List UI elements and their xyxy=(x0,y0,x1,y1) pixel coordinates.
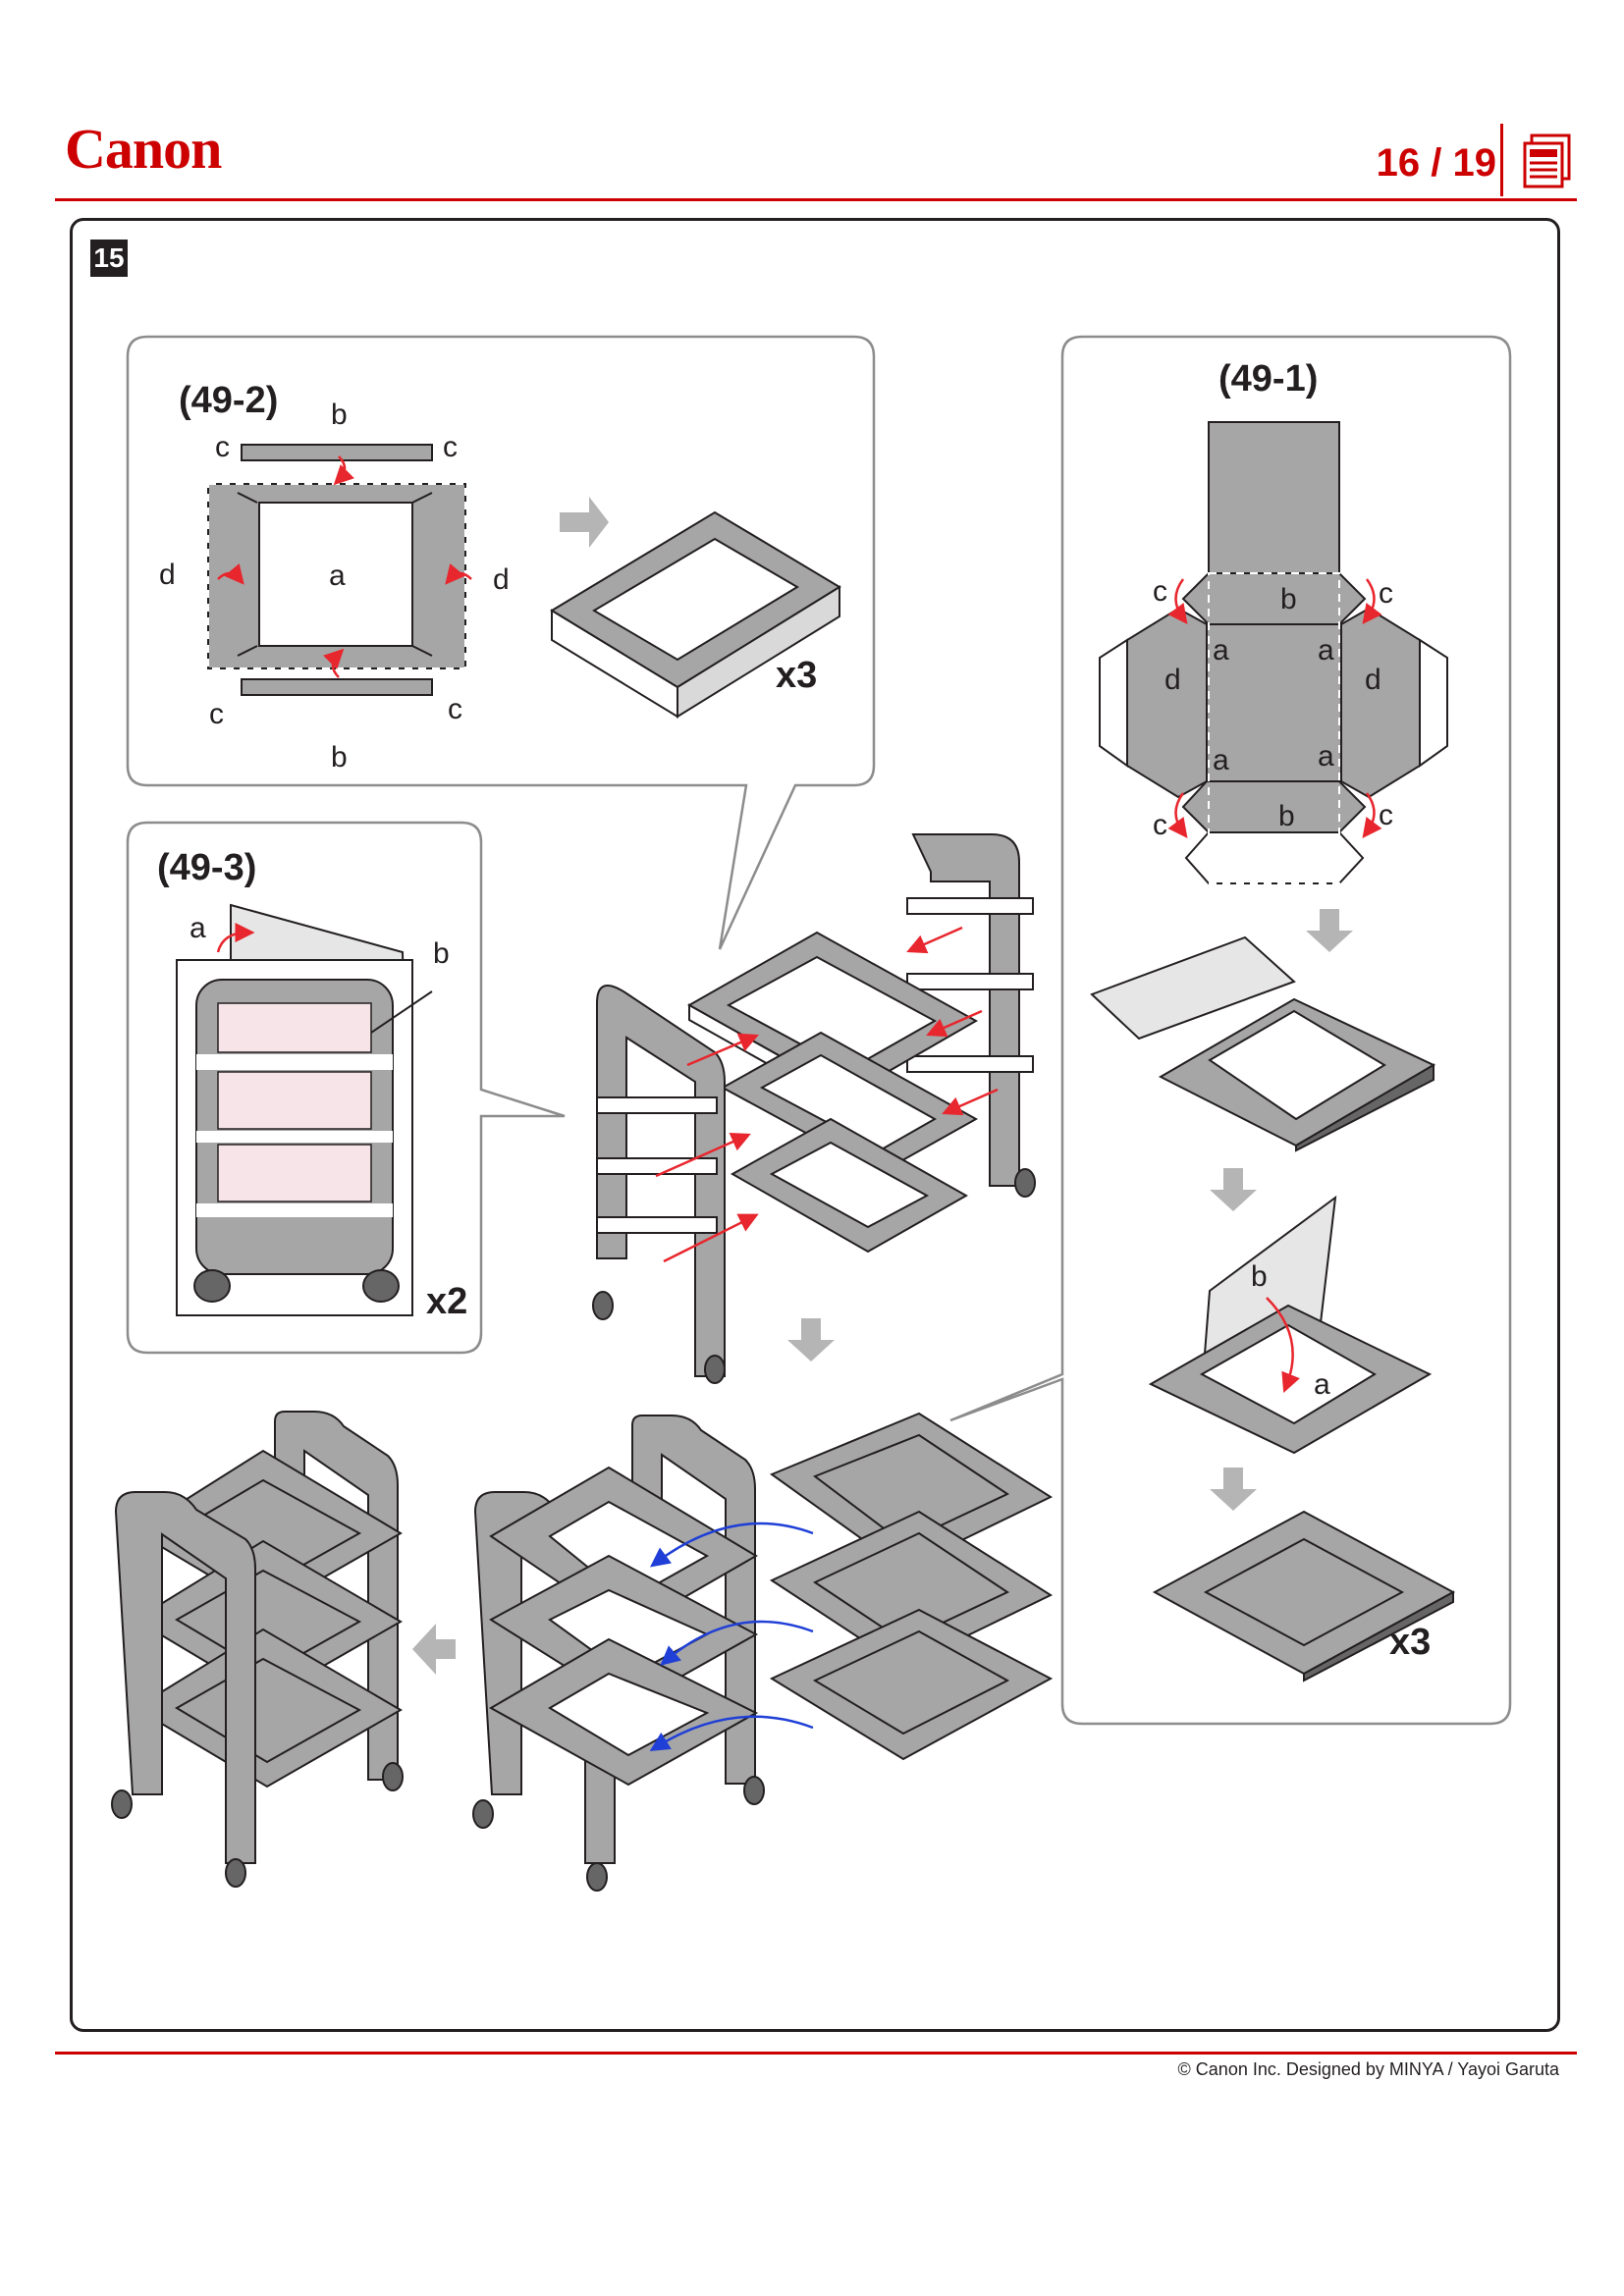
canon-logo: Canon xyxy=(65,117,222,181)
label-a-center: a xyxy=(329,560,346,592)
multiplier-49-2: x3 xyxy=(776,655,817,696)
page-indicator: 16 / 19 xyxy=(1376,141,1496,185)
header-divider xyxy=(1500,124,1503,196)
fold-arrows-49-2 xyxy=(217,455,472,678)
fold-arrow-a-49-3 xyxy=(216,923,255,953)
label-b-49-3: b xyxy=(433,937,450,970)
label-a-49-1-stage: a xyxy=(1314,1368,1330,1401)
label-a-49-1-bl: a xyxy=(1213,744,1229,776)
label-c-49-1-tl: c xyxy=(1153,575,1167,608)
label-d-49-1-left: d xyxy=(1164,664,1181,696)
label-b-top: b xyxy=(331,399,348,431)
cart-with-frames xyxy=(592,833,1036,1384)
stack-of-trays xyxy=(769,1412,1054,1761)
label-c-br: c xyxy=(448,693,462,725)
multiplier-49-3: x2 xyxy=(426,1281,467,1322)
step-number: 15 xyxy=(90,240,128,277)
tray-finished-49-1 xyxy=(1152,1510,1456,1682)
label-d-left: d xyxy=(159,559,176,591)
panel-49-1-title: (49-1) xyxy=(1218,358,1318,400)
copyright: © Canon Inc. Designed by MINYA / Yayoi G… xyxy=(1177,2059,1559,2079)
label-c-49-1-bl: c xyxy=(1153,809,1167,841)
label-c-bl: c xyxy=(209,698,224,730)
label-c-49-1-tr: c xyxy=(1379,577,1393,610)
tray-folding-stage-1 xyxy=(1090,935,1436,1152)
panel-49-2-title: (49-2) xyxy=(179,380,278,421)
down-arrow-2 xyxy=(1210,1168,1257,1211)
assembled-frame-49-2 xyxy=(550,510,841,719)
instruction-frame xyxy=(70,218,1560,2032)
label-b-49-1-stage: b xyxy=(1251,1260,1268,1293)
fold-arrows-49-1 xyxy=(1167,578,1382,839)
header-rule xyxy=(55,198,1577,201)
fold-arrow-b-stage xyxy=(1266,1297,1300,1393)
cart-side-sheet-49-3 xyxy=(176,903,433,1316)
label-d-right: d xyxy=(493,563,510,596)
label-c-49-1-br: c xyxy=(1379,799,1393,831)
label-d-49-1-right: d xyxy=(1365,664,1381,696)
insert-arrows-blue xyxy=(649,1522,814,1751)
down-arrow-center xyxy=(787,1318,835,1362)
label-c-tr: c xyxy=(443,431,458,463)
tray-net-49-1 xyxy=(1099,421,1448,884)
label-b-49-1-bottom: b xyxy=(1278,800,1295,832)
label-b-bottom: b xyxy=(331,741,348,774)
footer-rule xyxy=(55,2052,1577,2055)
label-b-49-1-top: b xyxy=(1280,583,1297,615)
contents-icon[interactable] xyxy=(1522,133,1573,188)
finished-cart xyxy=(111,1411,404,1888)
cart-frame-bottom-middle xyxy=(472,1415,765,1892)
label-a-49-1-br: a xyxy=(1318,740,1334,773)
label-a-49-1-tr: a xyxy=(1318,634,1334,667)
insert-arrows-red xyxy=(655,926,999,1263)
multiplier-49-1: x3 xyxy=(1389,1622,1431,1663)
left-arrow-gray xyxy=(412,1624,456,1675)
label-a-49-1-tl: a xyxy=(1213,634,1229,667)
step-arrow-gray xyxy=(560,497,609,548)
down-arrow-1 xyxy=(1306,909,1353,952)
label-c-tl: c xyxy=(215,431,230,463)
panel-49-3-title: (49-3) xyxy=(157,847,256,888)
label-a-49-3: a xyxy=(189,912,206,944)
down-arrow-3 xyxy=(1210,1468,1257,1511)
